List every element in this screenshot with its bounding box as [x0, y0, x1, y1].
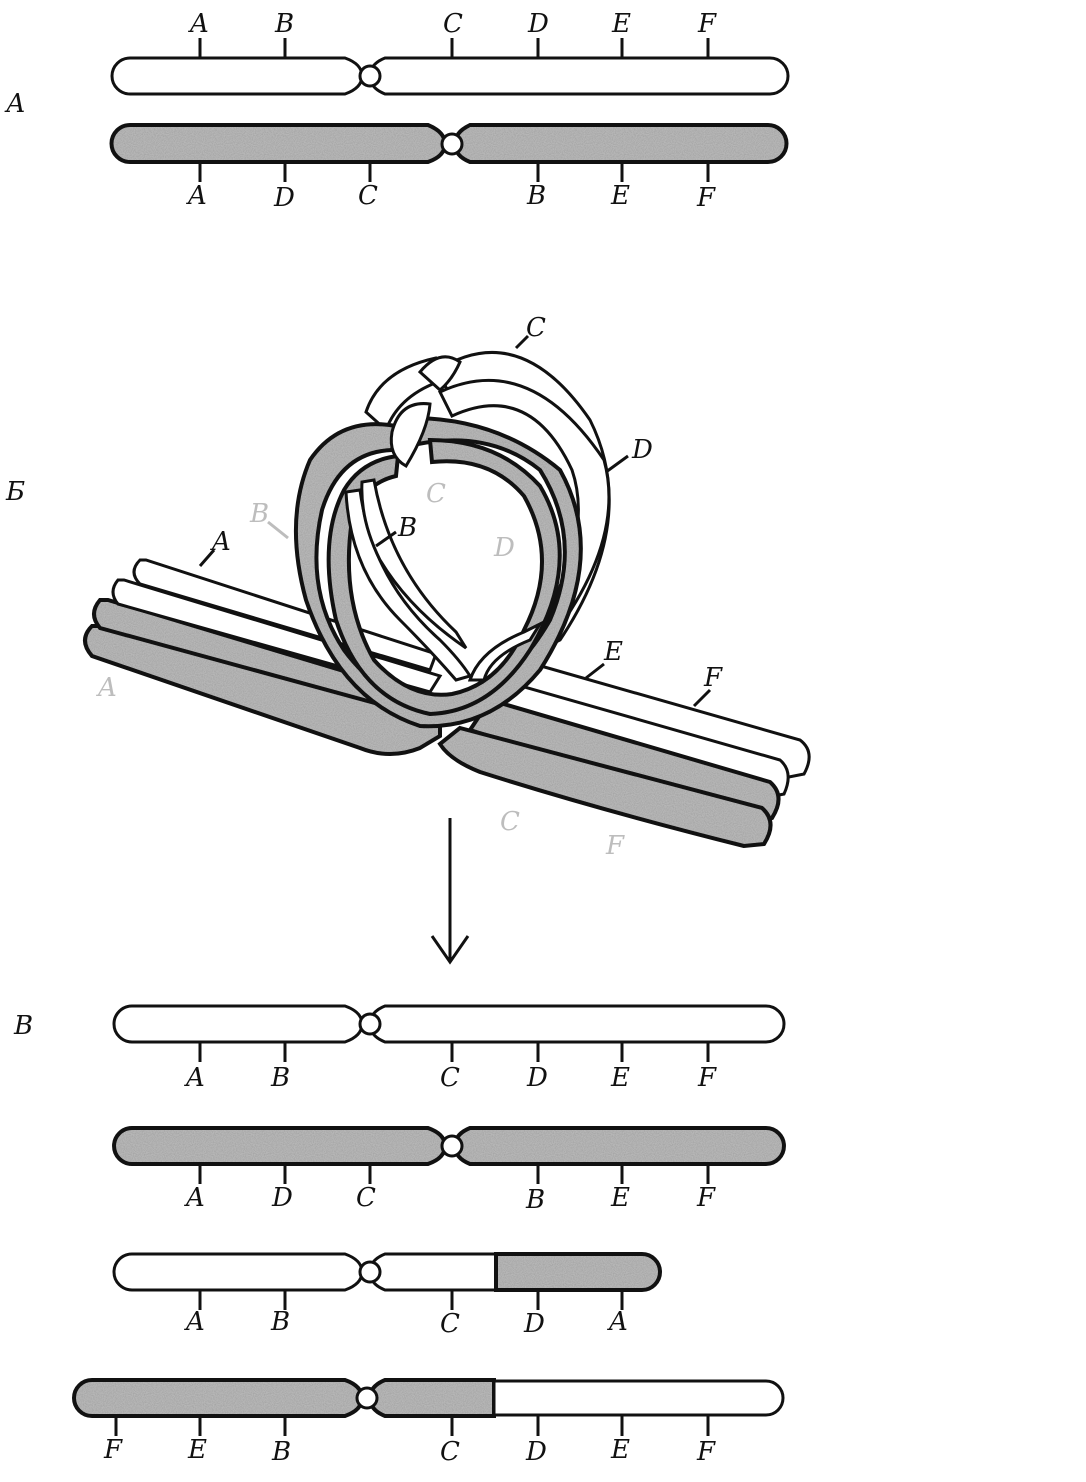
gene-label-faint: C: [500, 807, 520, 837]
gene-label: A: [210, 527, 231, 557]
pairing-loop: C D B A E F B C D A C F: [83, 313, 811, 861]
gene-label: C: [440, 1063, 460, 1093]
gene-label: A: [186, 181, 207, 211]
gene-label: D: [631, 435, 653, 465]
gene-label: F: [103, 1435, 123, 1465]
gene-label: F: [697, 1063, 717, 1093]
gene-label: E: [610, 1063, 630, 1093]
bundle-left: [83, 558, 443, 756]
gene-label-faint: A: [96, 673, 117, 703]
gene-label: A: [188, 9, 209, 39]
chromosome-v-row4: F E B C D E F: [72, 1378, 785, 1467]
gene-label: C: [443, 9, 463, 39]
tick-marks: [198, 38, 710, 58]
gene-label: D: [525, 1437, 547, 1467]
gene-label: F: [696, 183, 716, 213]
gene-label: B: [271, 1437, 291, 1467]
gene-label: E: [610, 181, 630, 211]
chromosome-a-bottom: A D C B E F: [109, 123, 789, 213]
chromosome-v-row3: A B C D A: [112, 1252, 662, 1339]
gene-label: D: [527, 9, 549, 39]
gene-label: F: [697, 9, 717, 39]
gene-label: C: [440, 1437, 460, 1467]
gene-label: D: [523, 1309, 545, 1339]
gene-label-faint: C: [426, 479, 446, 509]
gene-label: A: [607, 1307, 628, 1337]
gene-label: B: [274, 9, 294, 39]
gene-label: C: [440, 1309, 460, 1339]
chromosome-v-row1: A B C D E F: [112, 1004, 786, 1093]
panel-label-a: А: [4, 89, 26, 119]
gene-label: B: [270, 1063, 290, 1093]
gene-label: A: [184, 1063, 205, 1093]
gene-label: E: [611, 9, 631, 39]
gene-label: B: [525, 1185, 545, 1215]
down-arrow: [430, 818, 470, 965]
panel-label-v: В: [13, 1011, 33, 1041]
gene-label: C: [526, 313, 546, 343]
gene-label: E: [610, 1435, 630, 1465]
gene-label: F: [696, 1437, 716, 1467]
gene-label: F: [696, 1183, 716, 1213]
gene-label: E: [187, 1435, 207, 1465]
chromosome-v-row2: A D C B E F: [112, 1126, 786, 1215]
chromosome-a-top: A B C D E F: [110, 9, 790, 96]
gene-label: E: [603, 637, 623, 667]
gene-label: B: [526, 181, 546, 211]
gene-label: A: [184, 1183, 205, 1213]
gene-label: B: [270, 1307, 290, 1337]
gene-label: D: [271, 1183, 293, 1213]
gene-label: D: [526, 1063, 548, 1093]
gene-label: A: [184, 1307, 205, 1337]
gene-label-faint: D: [493, 533, 515, 563]
gene-label-faint: B: [249, 499, 269, 529]
gene-label: B: [397, 513, 417, 543]
gene-label: C: [358, 181, 378, 211]
gene-label-faint: F: [605, 831, 625, 861]
gene-label: C: [356, 1183, 376, 1213]
bundle-right: [437, 658, 811, 849]
gene-label: D: [273, 183, 295, 213]
gene-label: F: [703, 663, 723, 693]
panel-label-b: Б: [5, 477, 25, 507]
gene-label: E: [610, 1183, 630, 1213]
